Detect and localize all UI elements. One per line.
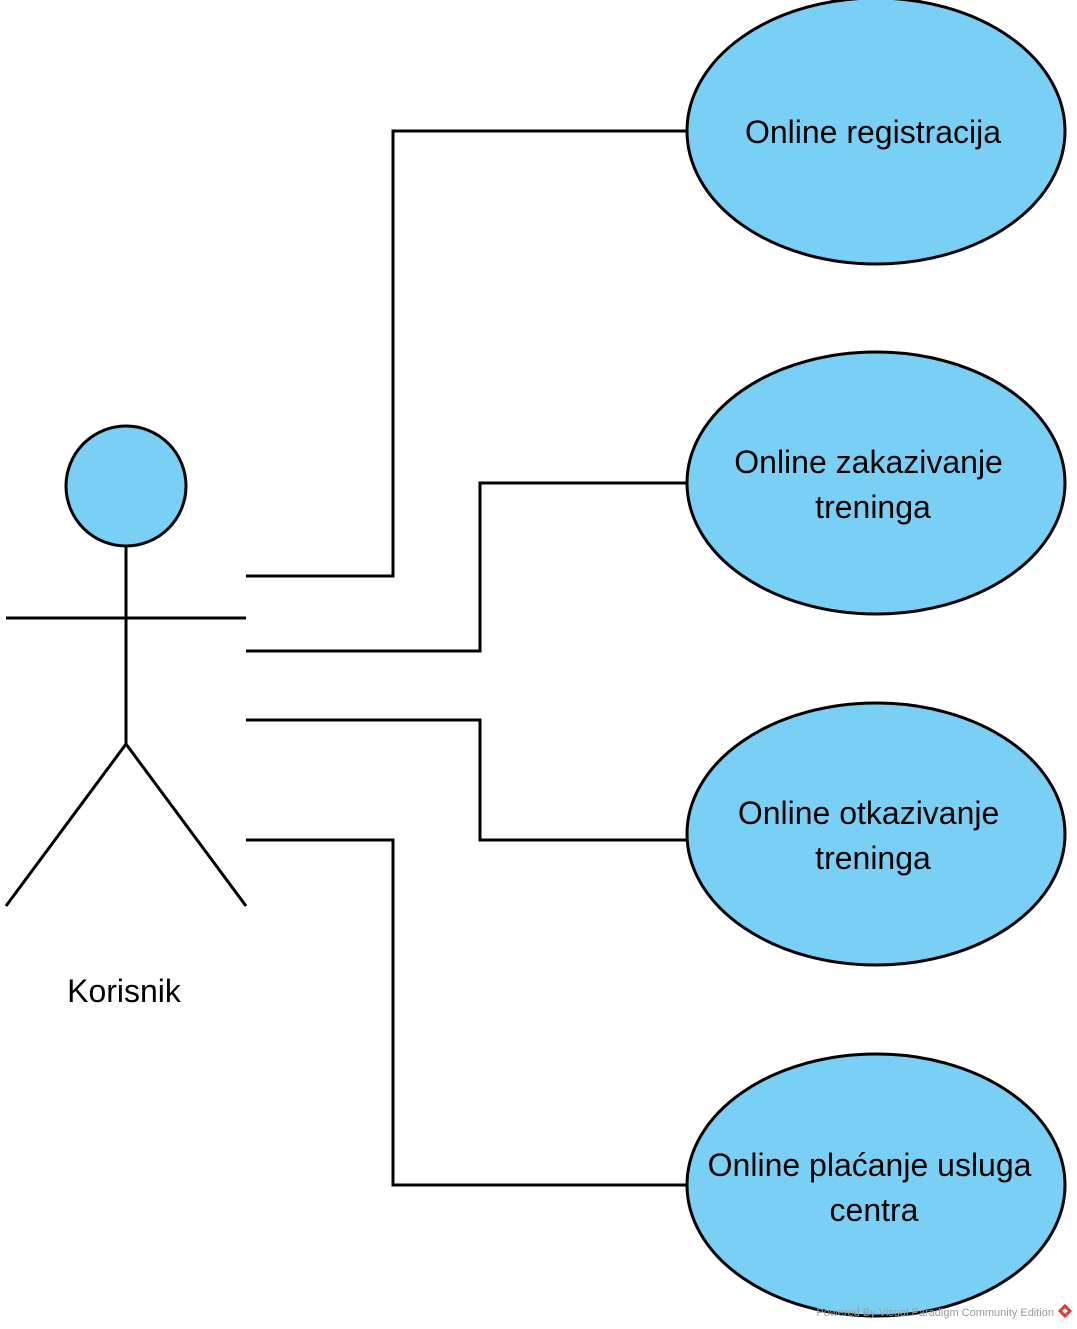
actor-korisnik <box>4 424 248 907</box>
use-case-ellipse <box>685 701 1067 967</box>
use-case-online-otkazivanje-treninga: Online otkazivanje treninga <box>685 701 1067 967</box>
use-case-label: Online zakazivanje treninga <box>734 444 1011 525</box>
association-uc2 <box>246 481 688 653</box>
use-case-ellipse <box>685 350 1067 616</box>
use-case-label: Online registracija <box>745 114 1001 150</box>
use-case-label-line: Online registracija <box>745 114 1001 150</box>
use-case-online-placanje-usluga-centra: Online plaćanje usluga centra <box>685 1052 1067 1318</box>
watermark-text: Powered By Visual Paradigm Community Edi… <box>816 1307 1054 1319</box>
use-case-label-line: treninga <box>815 840 931 876</box>
use-case-online-registracija: Online registracija <box>685 0 1067 266</box>
use-case-label: Online plaćanje usluga centra <box>708 1147 1041 1228</box>
associations <box>246 129 688 1187</box>
use-case-label-line: Online zakazivanje <box>734 444 1003 480</box>
visual-paradigm-logo-icon <box>1057 1303 1073 1319</box>
use-case-label-line: centra <box>830 1192 919 1228</box>
actor-name-label: Korisnik <box>67 973 182 1009</box>
watermark: Powered By Visual Paradigm Community Edi… <box>816 1303 1073 1319</box>
use-case-online-zakazivanje-treninga: Online zakazivanje treninga <box>685 350 1067 616</box>
actor-right-leg <box>124 743 248 907</box>
use-case-label-line: Online plaćanje usluga <box>708 1147 1032 1183</box>
actor-head <box>64 424 188 548</box>
association-uc1 <box>246 129 688 578</box>
use-case-ellipse <box>685 0 1067 266</box>
actor-left-leg <box>4 743 128 907</box>
association-uc4 <box>246 838 688 1187</box>
use-case-label-line: Online otkazivanje <box>738 795 999 831</box>
association-uc3 <box>246 718 688 842</box>
use-case-label: Online otkazivanje treninga <box>738 795 1008 876</box>
use-case-ellipse <box>685 1052 1067 1318</box>
use-case-label-line: treninga <box>815 489 931 525</box>
